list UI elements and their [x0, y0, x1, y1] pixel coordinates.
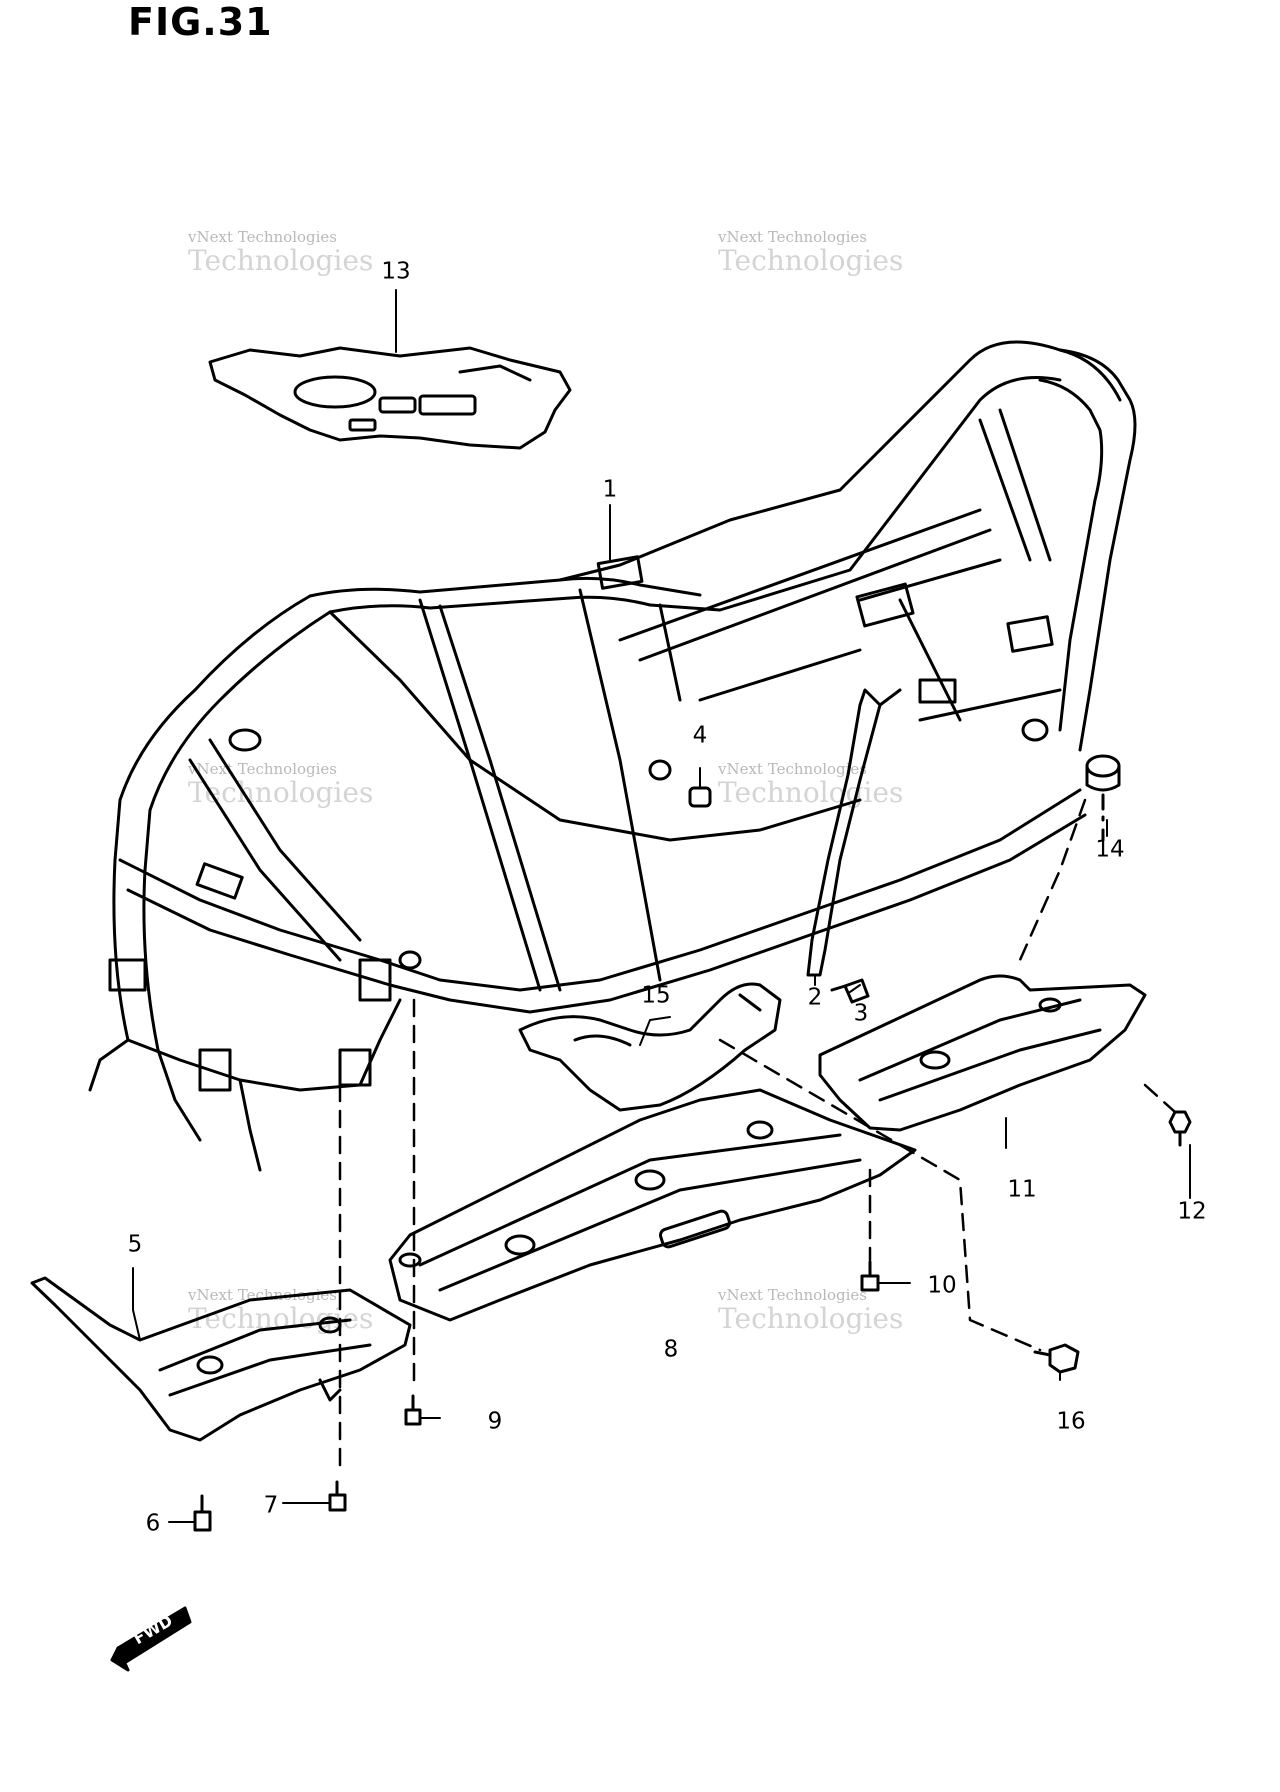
callout-11: 11	[1007, 1176, 1037, 1203]
callout-16: 16	[1056, 1408, 1086, 1435]
fwd-arrow	[110, 1606, 192, 1672]
part-13-plate	[208, 346, 572, 450]
callout-12: 12	[1177, 1198, 1207, 1225]
part-15-shield	[518, 982, 782, 1112]
part-16-bolt	[1033, 1343, 1080, 1374]
callout-3: 3	[853, 1000, 869, 1027]
callout-15: 15	[641, 982, 671, 1009]
part-14-bushing	[1085, 754, 1121, 792]
part-9-bolt	[404, 1394, 422, 1426]
callout-7: 7	[263, 1492, 279, 1519]
callout-8: 8	[663, 1336, 679, 1363]
leader-lines	[132, 289, 1191, 1523]
callout-2: 2	[807, 984, 823, 1011]
callout-6: 6	[145, 1510, 161, 1537]
callout-13: 13	[381, 258, 411, 285]
part-3-bolt	[830, 978, 870, 1004]
figure-title: FIG.31	[128, 0, 273, 44]
callout-9: 9	[487, 1408, 503, 1435]
callout-5: 5	[127, 1231, 143, 1258]
part-6-bolt	[193, 1494, 212, 1532]
part-4-nut	[688, 786, 712, 808]
callout-10: 10	[927, 1272, 957, 1299]
callout-4: 4	[692, 722, 708, 749]
part-12-bolt	[1168, 1110, 1192, 1147]
part-7-bolt	[328, 1480, 347, 1512]
callout-14: 14	[1095, 836, 1125, 863]
part-11-skidplate	[818, 974, 1147, 1132]
part-1-frame	[88, 340, 1137, 1172]
part-8-skidplate	[388, 1088, 917, 1322]
callout-1: 1	[602, 476, 618, 503]
part-5-skidplate	[30, 1276, 412, 1442]
part-10-bolt	[860, 1260, 880, 1292]
dash-lines	[338, 798, 1177, 1472]
